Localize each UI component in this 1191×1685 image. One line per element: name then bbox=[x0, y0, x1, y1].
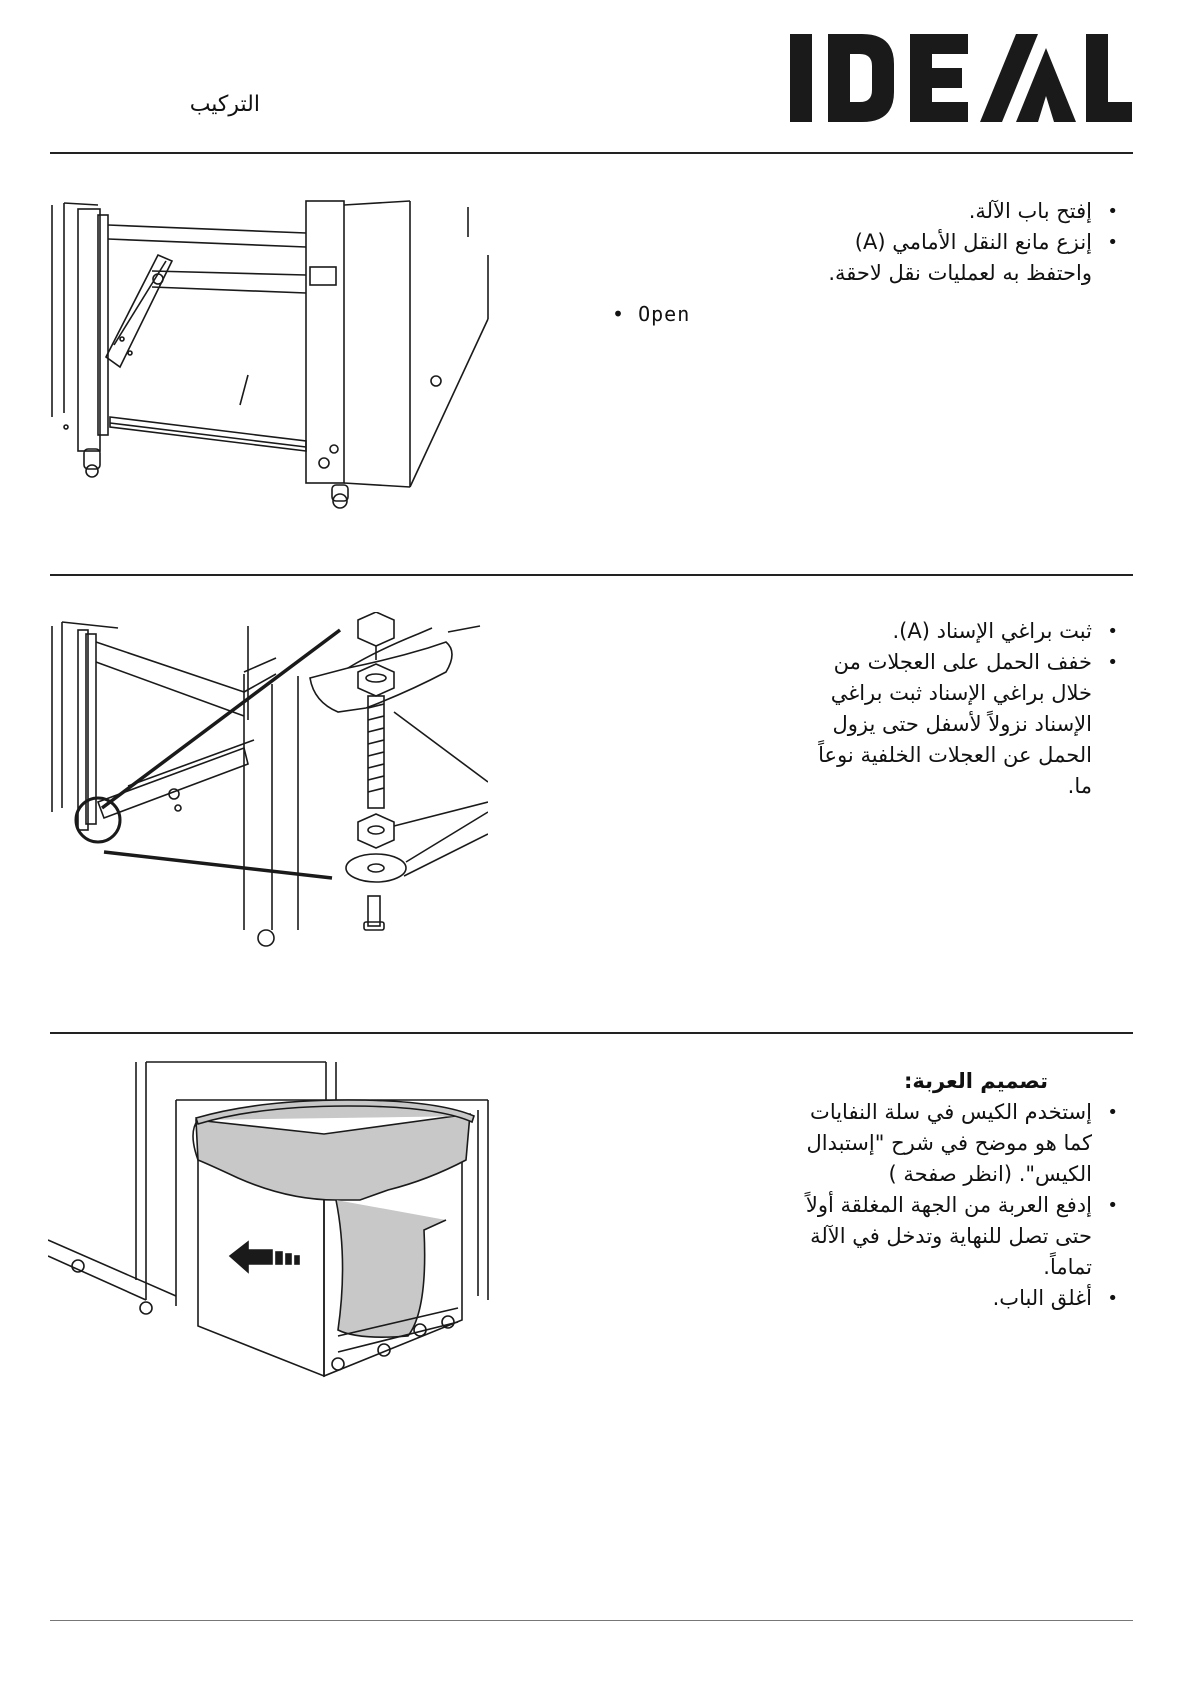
page-title: التركيب bbox=[189, 92, 260, 117]
ideal-logo bbox=[790, 34, 1132, 122]
step1-item-1: إفتح باب الآلة. bbox=[560, 196, 1118, 227]
step2-item-2: خفف الحمل على العجلات من خلال براغي الإس… bbox=[800, 647, 1118, 802]
illustration-bin-cart bbox=[48, 1061, 489, 1378]
step3-heading: تصميم العربة: bbox=[903, 1069, 1048, 1093]
step1-item-2: إنزع مانع النقل الأمامي (A) واحتفظ به لع… bbox=[810, 227, 1118, 289]
footer-rule bbox=[50, 1620, 1133, 1621]
step3-instructions: تصميم العربة: إستخدم الكيس في سلة النفاي… bbox=[800, 1066, 1118, 1314]
section-rule-1 bbox=[50, 574, 1133, 576]
step3-item-2: إدفع العربة من الجهة المغلقة أولاً حتى ت… bbox=[800, 1190, 1118, 1283]
illustration-open-door bbox=[51, 200, 489, 509]
illustration-leveling-screws bbox=[51, 612, 488, 947]
header-rule bbox=[50, 152, 1133, 154]
step3-item-1: إستخدم الكيس في سلة النفايات كما هو موضح… bbox=[800, 1097, 1118, 1190]
step2-item-1: ثبت براغي الإسناد (A). bbox=[800, 616, 1118, 647]
step1-stray-text: • Open bbox=[612, 302, 691, 326]
step2-instructions: ثبت براغي الإسناد (A). خفف الحمل على الع… bbox=[800, 616, 1118, 802]
step3-item-3: أغلق الباب. bbox=[800, 1283, 1118, 1314]
step1-instructions: إفتح باب الآلة. إنزع مانع النقل الأمامي … bbox=[560, 196, 1118, 289]
section-rule-2 bbox=[50, 1032, 1133, 1034]
